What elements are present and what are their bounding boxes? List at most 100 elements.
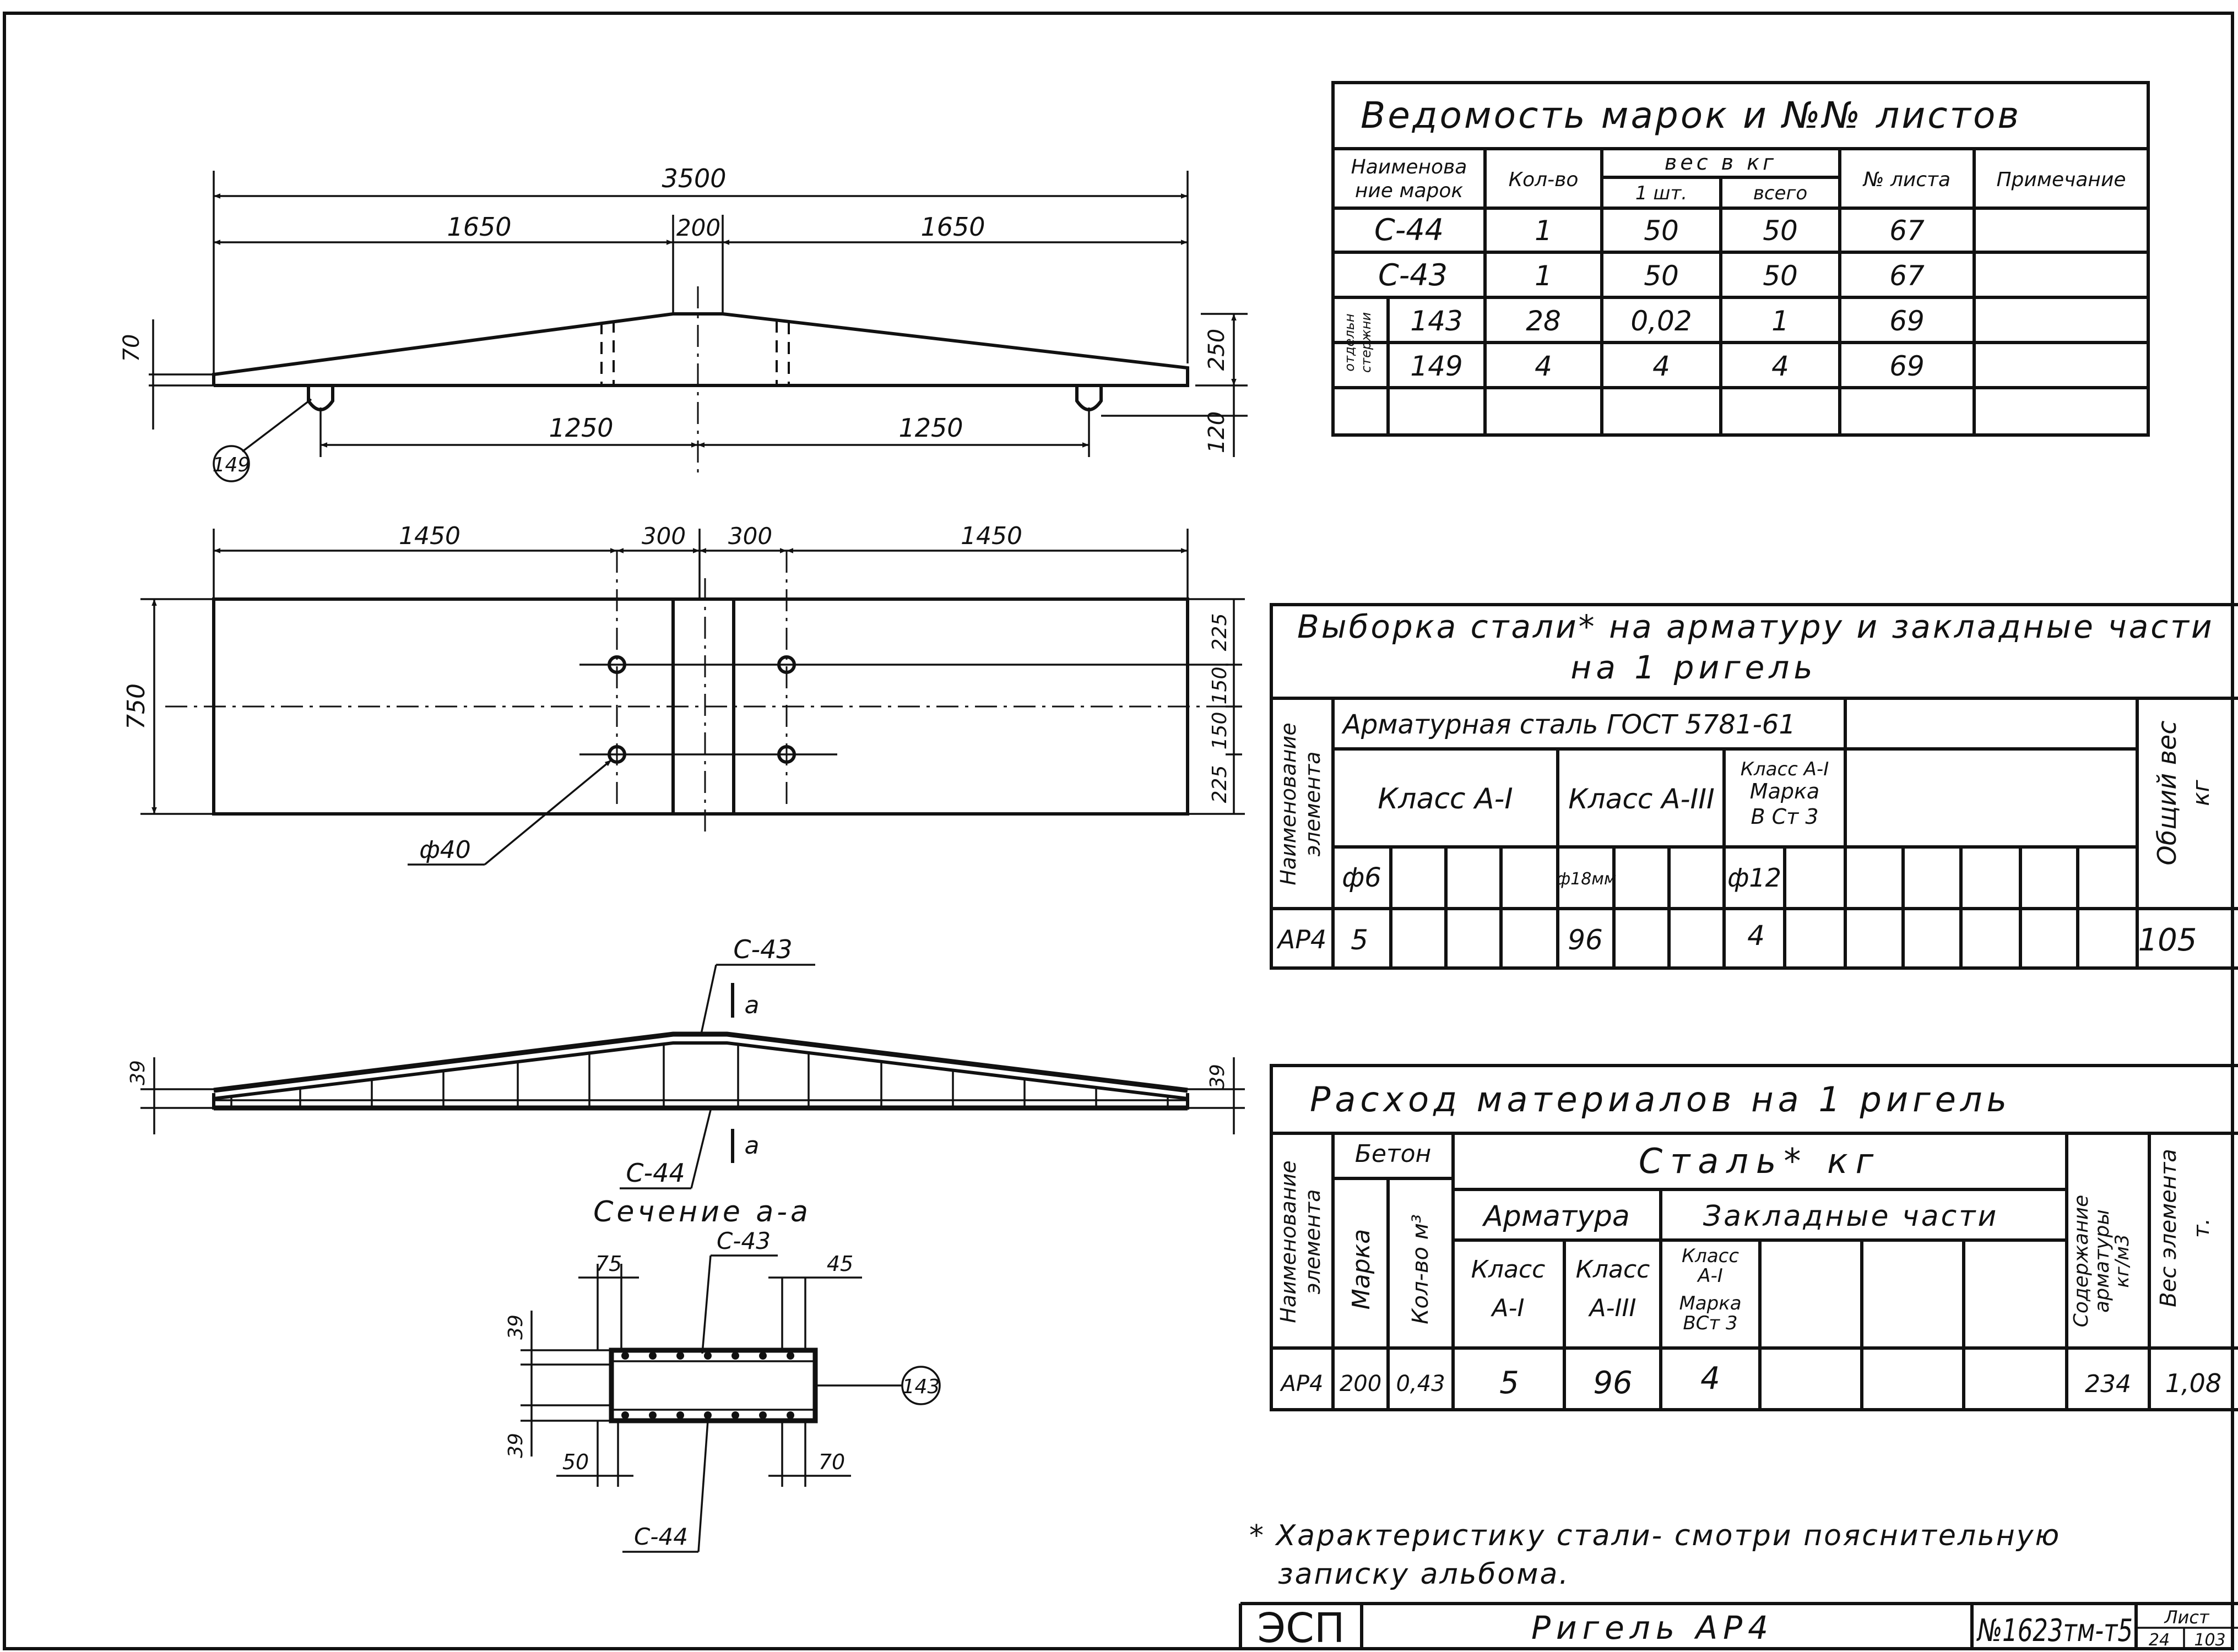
dim-mid-height: 250: [1204, 329, 1229, 371]
material-table: Расход материалов на 1 ригель Наименован…: [1270, 1064, 2238, 1411]
dim-total: 3500: [662, 164, 726, 193]
marks-r1-w1: 50: [1644, 215, 1679, 247]
section-dim-v-top: 39: [505, 1314, 527, 1340]
steel-h-d3: ф12: [1727, 863, 1781, 893]
dim-plan-v1: 225: [1209, 613, 1231, 651]
section-mark-bottom: а: [745, 1132, 760, 1160]
material-r-content: 234: [2085, 1370, 2131, 1398]
steel-h-class1: Класс А-I: [1378, 782, 1513, 816]
material-h-class1-1: Класс: [1471, 1256, 1546, 1284]
material-h-embedded: Закладные части: [1703, 1200, 1999, 1233]
frame-dim-left: 39: [127, 1060, 149, 1085]
steel-r-v1: 5: [1351, 924, 1368, 956]
dim-end-height: 70: [119, 334, 144, 362]
marks-r4-w1: 4: [1652, 350, 1670, 382]
steel-h-class-marka-3: В Ст 3: [1751, 805, 1818, 829]
material-h-content-1: Содержание: [2070, 1195, 2093, 1328]
callout-149: 149: [213, 454, 251, 476]
rebar-dot: [676, 1352, 684, 1360]
rebar-dot: [621, 1411, 629, 1419]
steel-title-1: Выборка стали* на арматуру и закладные ч…: [1297, 608, 2214, 645]
rebar-dot: [787, 1411, 794, 1419]
material-h-weight-1: Вес элемента: [2156, 1149, 2181, 1307]
material-title: Расход материалов на 1 ригель: [1310, 1079, 2011, 1120]
footnote-line-1: * Характеристику стали- смотри пояснител…: [1249, 1519, 2061, 1552]
stamp-sheet-label: Лист: [2164, 1607, 2209, 1628]
rebar-dot: [621, 1352, 629, 1360]
material-r-element: АР4: [1280, 1371, 1324, 1396]
section-a-a: Сечение а-а С-43 75 45 39 39 50 70: [505, 1195, 941, 1553]
rebar-dot: [731, 1352, 739, 1360]
marks-r1-wt: 50: [1763, 215, 1798, 247]
stamp-org: ЭСП: [1258, 1605, 1345, 1652]
marks-r3-mark: 143: [1410, 305, 1462, 337]
frame-elevation: 39 39 С-43 С-44 а а: [127, 934, 1245, 1189]
material-r-c1: 5: [1499, 1365, 1519, 1401]
section-dim-top-left: 75: [595, 1252, 622, 1276]
rebar-dot: [759, 1411, 767, 1419]
marks-r2-w1: 50: [1644, 260, 1679, 292]
marks-h-note: Примечание: [1996, 169, 2126, 191]
stamp-title: Ригель АР4: [1531, 1609, 1774, 1646]
material-h-class1-2: А-I: [1491, 1294, 1525, 1322]
dim-plan-v4: 225: [1209, 765, 1231, 803]
material-r-weight: 1,08: [2165, 1368, 2221, 1398]
marks-h-name-2: ние марок: [1355, 180, 1464, 202]
stamp-code: №1623тм-т5: [1976, 1613, 2133, 1649]
material-r-marka: 200: [1340, 1371, 1381, 1396]
material-r-c3: 96: [1593, 1365, 1632, 1401]
dim-below: 120: [1204, 411, 1229, 453]
marks-h-qty: Кол-во: [1509, 169, 1579, 191]
marks-r2-mark: С-43: [1378, 258, 1448, 292]
steel-r-total: 105: [2138, 922, 2197, 958]
material-h-content-2: арматуры: [2091, 1209, 2114, 1313]
title-stamp: ЭСП Ригель АР4 №1623тм-т5 Лист 24 103: [1239, 1602, 2238, 1652]
dim-plan-right: 1450: [961, 522, 1022, 550]
dim-mid: 200: [676, 214, 720, 241]
steel-h-d1: ф6: [1342, 862, 1381, 893]
section-label-top: С-43: [717, 1227, 771, 1254]
dim-support-right: 1250: [898, 413, 963, 443]
section-dim-top-right: 45: [827, 1252, 853, 1276]
marks-r4-wt: 4: [1771, 350, 1789, 382]
section-dim-bottom-left: 50: [562, 1450, 589, 1474]
beam-plan: 1450 300 300 1450 750 225 150 150 225 ф4…: [122, 522, 1245, 866]
steel-h-class-marka-1: Класс А-I: [1741, 758, 1829, 780]
dim-plan-mid-right: 300: [728, 523, 772, 550]
material-h-marka: Марка: [1347, 1229, 1375, 1309]
dim-plan-v2: 150: [1209, 667, 1231, 705]
rebar-dot: [649, 1411, 657, 1419]
steel-h-rebar: Арматурная сталь ГОСТ 5781-61: [1341, 709, 1796, 740]
dim-left: 1650: [447, 212, 511, 242]
rebar-dot: [759, 1352, 767, 1360]
marks-h-w-total: всего: [1753, 182, 1807, 204]
section-dim-v-bottom: 39: [505, 1433, 527, 1458]
marks-r3-w1: 0,02: [1630, 305, 1692, 337]
material-h-element-2: элемента: [1300, 1189, 1325, 1295]
material-h-class-marka-3: Марка: [1679, 1292, 1741, 1314]
dim-plan-mid-left: 300: [642, 523, 686, 550]
rebar-dot: [704, 1411, 712, 1419]
steel-h-total-2: кг: [2187, 779, 2214, 806]
dim-plan-width: 750: [122, 683, 150, 730]
rebar-dot: [676, 1411, 684, 1419]
marks-h-weight: вес в кг: [1665, 150, 1777, 175]
dim-plan-left: 1450: [399, 522, 460, 550]
rebar-dot: [649, 1352, 657, 1360]
material-r-cm: 4: [1700, 1361, 1720, 1396]
material-h-class-marka-1: Класс: [1682, 1245, 1739, 1267]
marks-h-w-one: 1 шт.: [1635, 182, 1687, 204]
material-h-class3-2: А-III: [1588, 1294, 1636, 1322]
steel-r-v2: 96: [1568, 924, 1603, 956]
marks-table: Ведомость марок и №№ листов Наименова ни…: [1331, 81, 2150, 437]
material-h-content-3: кг/м3: [2111, 1234, 2133, 1287]
marks-r3-sheet: 69: [1889, 305, 1925, 337]
material-h-steel: Сталь* кг: [1639, 1141, 1881, 1181]
marks-r2-sheet: 67: [1889, 260, 1925, 292]
rebar-dot: [787, 1352, 794, 1360]
marks-r1-qty: 1: [1535, 215, 1552, 247]
marks-h-name-1: Наименова: [1351, 156, 1467, 178]
marks-r1-mark: С-44: [1374, 213, 1444, 247]
dim-support-left: 1250: [549, 413, 613, 443]
stamp-sheets-total: 103: [2194, 1631, 2225, 1650]
